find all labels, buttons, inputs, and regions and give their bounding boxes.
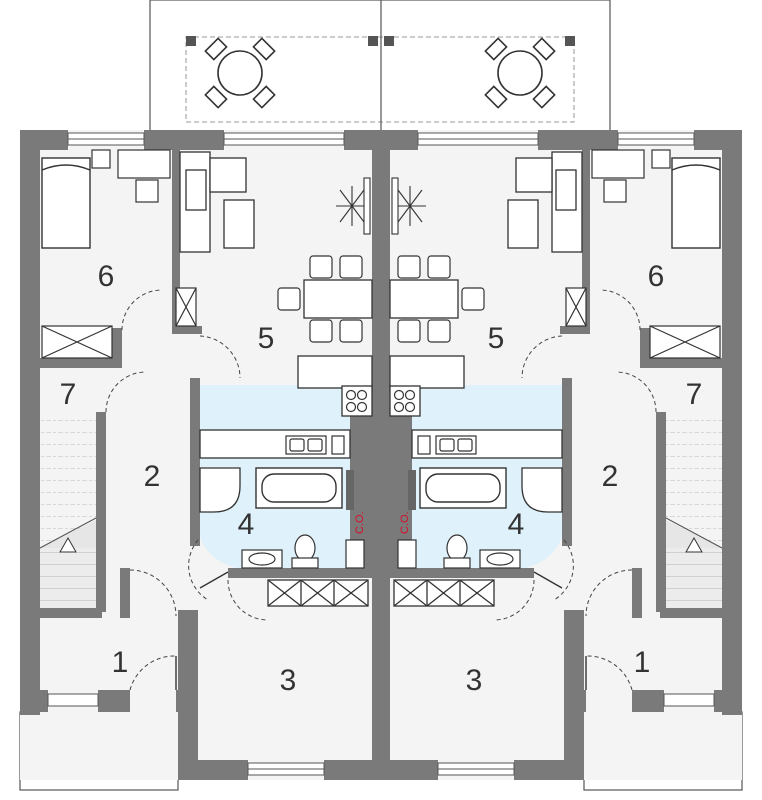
room-number-entrance: 1: [634, 646, 651, 679]
table-icon: [204, 37, 276, 109]
dining-table: [303, 279, 459, 319]
room-number-living: 5: [258, 322, 275, 355]
room-number-storage: 7: [60, 378, 77, 411]
wardrobe-icon: [41, 287, 721, 359]
room-number-bathroom: 4: [508, 508, 525, 541]
room-number-bedroom: 6: [98, 260, 115, 293]
stairs-icon: [39, 420, 723, 608]
room-number-garage: 3: [466, 664, 483, 697]
table-icon: [484, 37, 556, 109]
room-number-entrance: 1: [112, 646, 129, 679]
room-number-storage: 7: [686, 378, 703, 411]
garage-shelving: [267, 579, 495, 607]
boiler-label-right: C.O.: [399, 511, 411, 534]
room-labels: 1 2 3 4 5 6 7 1 2 3 4 5 6 7: [60, 260, 703, 697]
bed-icon: [41, 157, 721, 249]
stove-icon: [345, 389, 416, 413]
boiler-icon: [345, 539, 417, 569]
room-number-hall: 2: [144, 460, 161, 493]
room-number-garage: 3: [280, 664, 297, 697]
sofa-icon: [179, 151, 583, 253]
boiler-label-left: C.O.: [354, 511, 366, 534]
door-swing-icon: [105, 289, 657, 691]
walls: [20, 130, 742, 780]
bathtub-icon: [255, 467, 507, 509]
sink-icon: [241, 549, 521, 569]
room-number-bedroom: 6: [648, 260, 665, 293]
room-number-hall: 2: [602, 460, 619, 493]
desk-icon: [91, 149, 671, 203]
fireplace-icon: [336, 177, 426, 235]
room-number-living: 5: [488, 322, 505, 355]
sink-icon: [285, 435, 477, 455]
chair-icon: [277, 255, 485, 343]
room-number-bathroom: 4: [238, 508, 255, 541]
shower-icon: [199, 467, 563, 513]
toilet-icon: [291, 534, 471, 569]
